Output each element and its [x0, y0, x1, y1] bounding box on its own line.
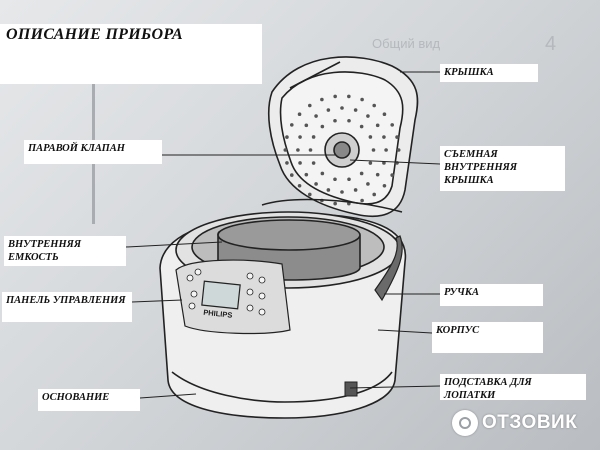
- lid-hole: [320, 97, 324, 102]
- label-inner-bowl: ВНУТРЕННЯЯ ЕМКОСТЬ: [4, 236, 126, 266]
- lid-hole: [311, 135, 316, 139]
- lid-hole: [360, 198, 364, 203]
- hinge: [261, 198, 403, 213]
- lid-hole: [333, 201, 337, 206]
- panel-button: [188, 302, 196, 310]
- lid-hole: [285, 135, 289, 139]
- lid-perforations: [283, 94, 401, 206]
- lid-hole: [311, 161, 316, 165]
- panel-button: [258, 276, 266, 284]
- label-spatula-holder: ПОДСТАВКА ДЛЯ ЛОПАТКИ: [440, 374, 586, 401]
- lid-hole: [347, 118, 351, 123]
- lid-hole: [375, 123, 380, 128]
- lid-hole: [314, 182, 318, 186]
- label-steam-valve: ПАРАВОЙ КЛАПАН: [24, 140, 162, 164]
- lid-hole: [289, 173, 294, 177]
- lid-hole: [384, 148, 388, 152]
- lid-hole: [320, 124, 325, 129]
- lid-hole: [359, 124, 364, 129]
- lid-hole: [395, 135, 399, 139]
- panel-button: [258, 292, 266, 300]
- watermark: ОТЗОВИК: [452, 406, 577, 440]
- lid-hole: [304, 123, 309, 128]
- lid-hole: [360, 97, 364, 102]
- lid-hole: [296, 148, 300, 152]
- panel-button: [190, 290, 198, 298]
- watermark-logo-icon: [452, 410, 478, 436]
- brand-logo: PHILIPS: [203, 308, 233, 320]
- lid-hole: [396, 148, 401, 152]
- lid-hole: [347, 94, 351, 99]
- lid-hole: [307, 103, 312, 108]
- lid-hole: [390, 173, 395, 177]
- lid-hole: [371, 148, 376, 152]
- lid-hole: [340, 190, 344, 194]
- lid-hole: [372, 103, 377, 108]
- lid-hole: [372, 192, 377, 197]
- lid-hole: [326, 188, 331, 192]
- lid-hole: [333, 118, 337, 123]
- lid-hole: [382, 184, 387, 188]
- label-base: ОСНОВАНИЕ: [38, 389, 140, 411]
- lid-hole: [297, 184, 302, 188]
- lid-hole: [333, 177, 337, 182]
- lid-hole: [314, 114, 318, 118]
- lid-hole: [320, 171, 325, 176]
- lid-hole: [368, 135, 373, 139]
- lid-hole: [326, 108, 331, 112]
- panel-button: [246, 304, 254, 312]
- lid-hole: [333, 94, 337, 99]
- lid-hole: [283, 148, 288, 152]
- lid-hole: [375, 172, 380, 177]
- panel-button: [186, 274, 194, 282]
- lid-hole: [285, 161, 289, 165]
- lid-hole: [353, 188, 358, 192]
- background-number: 4: [545, 33, 556, 55]
- lid-hole: [308, 148, 313, 152]
- lid-hole: [382, 135, 386, 139]
- lid-hole: [347, 177, 351, 182]
- watermark-text: ОТЗОВИК: [482, 412, 578, 433]
- label-control-panel: ПАНЕЛЬ УПРАВЛЕНИЯ: [2, 292, 132, 322]
- leader-lines: [125, 71, 441, 399]
- panel-button: [194, 268, 202, 276]
- lid-hole: [382, 161, 386, 165]
- label-inner-lid: СЪЕМНАЯ ВНУТРЕННЯЯ КРЫШКА: [440, 146, 565, 191]
- lid-hole: [368, 161, 373, 165]
- lid-hole: [307, 192, 312, 197]
- lid-hole: [340, 106, 344, 110]
- lid-hole: [304, 172, 309, 177]
- lid-hole: [298, 161, 302, 165]
- lid-hole: [353, 108, 358, 112]
- spatula-holder-shape: [344, 381, 358, 397]
- lid-hole: [297, 112, 302, 116]
- lid-hole: [382, 112, 387, 116]
- lid-hole: [366, 114, 370, 118]
- page-title: ОПИСАНИЕ ПРИБОРА: [0, 24, 262, 84]
- label-handle: РУЧКА: [440, 284, 543, 306]
- lid-hole: [390, 123, 395, 127]
- lid-hole: [359, 171, 364, 176]
- lid-hole: [366, 182, 370, 186]
- handle-shape: [374, 235, 403, 302]
- panel-button: [258, 308, 266, 316]
- lid-hole: [289, 123, 294, 127]
- label-lid: КРЫШКА: [440, 64, 538, 82]
- panel-buttons: [186, 268, 266, 316]
- lid-hole: [298, 135, 302, 139]
- panel-button: [246, 272, 254, 280]
- panel-button: [246, 288, 254, 296]
- label-body: КОРПУС: [432, 322, 543, 353]
- background-text: Общий вид: [372, 36, 441, 51]
